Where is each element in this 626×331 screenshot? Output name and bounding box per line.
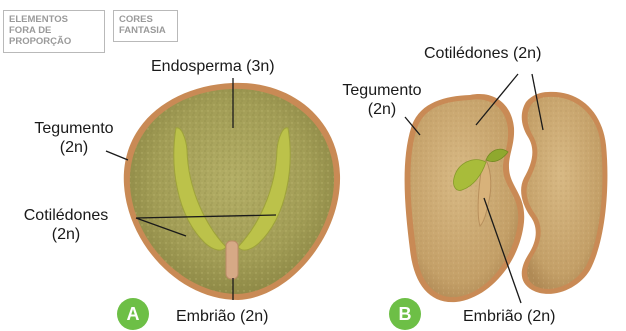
label-line: (2n)	[368, 101, 396, 118]
label-embryo-a: Embrião (2n)	[176, 307, 268, 326]
label-line: Tegumento	[342, 82, 421, 99]
label-tegument-b: Tegumento (2n)	[323, 81, 441, 119]
label-tegument-a: Tegumento (2n)	[18, 119, 130, 157]
badge-line: FANTASIA	[119, 25, 172, 36]
panel-badge-a: A	[117, 298, 149, 330]
label-cotyledons-a: Cotilédones (2n)	[7, 206, 125, 244]
fantasy-colors-badge: CORES FANTASIA	[113, 10, 178, 42]
badge-line: CORES	[119, 14, 172, 25]
label-line: (2n)	[52, 226, 80, 243]
label-cotyledons-b: Cotilédones (2n)	[424, 44, 541, 63]
out-of-proportion-badge: ELEMENTOS FORA DE PROPORÇÃO	[3, 10, 105, 53]
badge-line: ELEMENTOS	[9, 14, 99, 25]
panel-badge-b: B	[389, 298, 421, 330]
badge-line: PROPORÇÃO	[9, 36, 99, 47]
seed-b	[405, 92, 608, 302]
label-embryo-b: Embrião (2n)	[463, 307, 555, 326]
label-line: Tegumento	[34, 120, 113, 137]
badge-line: FORA DE	[9, 25, 99, 36]
label-endosperm: Endosperma (3n)	[151, 57, 275, 76]
label-line: (2n)	[60, 139, 88, 156]
label-line: Cotilédones	[24, 207, 109, 224]
seed-a-embryo	[226, 241, 238, 279]
seed-a	[124, 83, 340, 300]
